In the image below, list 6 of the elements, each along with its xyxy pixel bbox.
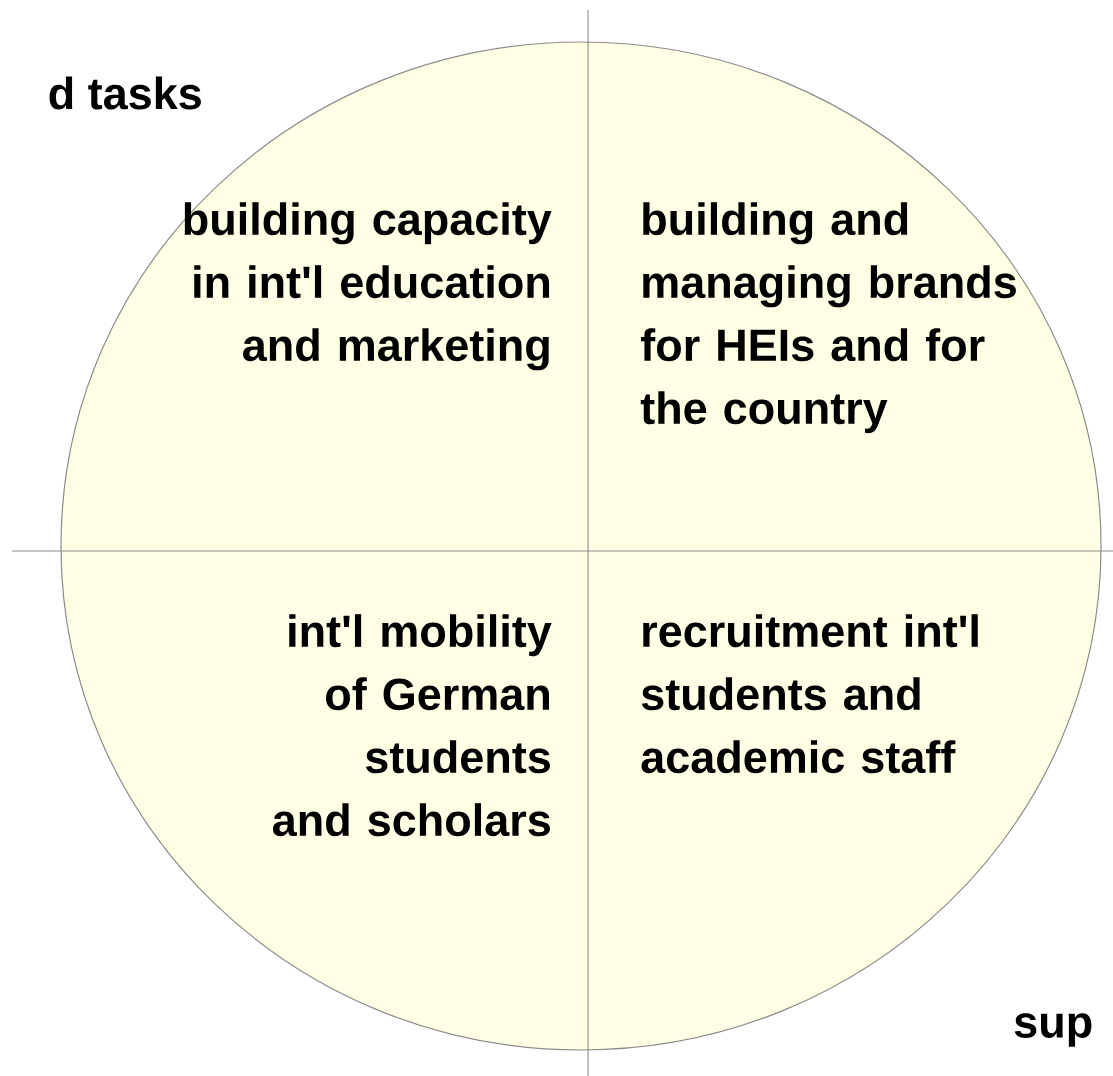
quadrant-text: int'l mobility of German students and scholars — [273, 614, 552, 837]
quadrant-text: building and managing brands for HEIs and for the country — [640, 202, 1016, 434]
quadrant-text: building capacity in int'l education and marketing — [184, 202, 552, 371]
quadrant-text: recruitment int'l students and academic staff — [641, 614, 978, 774]
cropped-text: sup — [1014, 1013, 1092, 1047]
cropped-text: d tasks — [49, 76, 201, 110]
